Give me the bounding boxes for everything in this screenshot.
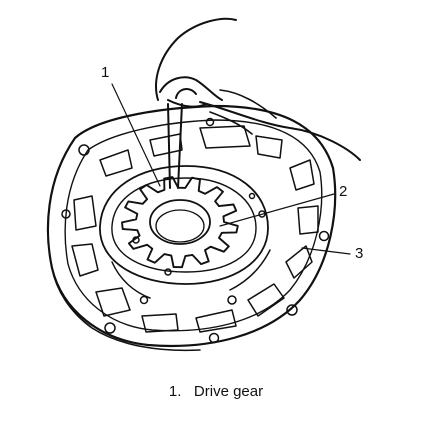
pump-body-outline: [46, 104, 337, 348]
callout-2: 2: [339, 183, 347, 200]
hand-with-tool: [155, 17, 361, 189]
figure-caption: 1. Drive gear: [0, 383, 432, 400]
leader-line-3: [301, 247, 351, 255]
leader-lines: [111, 83, 351, 255]
leader-line-2: [219, 193, 335, 227]
pump-body-inner-rim: [64, 119, 323, 332]
leader-line-1: [111, 83, 161, 187]
drive-gear-bore: [149, 199, 211, 245]
hand-outline: [155, 17, 361, 161]
pump-body-edge: [51, 267, 201, 352]
gear-pocket-outline: [99, 165, 269, 285]
drive-gear-bore-inner: [155, 209, 205, 243]
pump-body: [46, 104, 337, 352]
callout-3: 3: [355, 245, 363, 262]
oil-passages: [71, 125, 319, 333]
hand-fingers: [209, 89, 277, 135]
caption-text: Drive gear: [193, 383, 264, 400]
driven-gear-inner: [111, 177, 257, 273]
driven-gear: [99, 165, 269, 285]
bolt-holes: [61, 117, 330, 344]
drive-gear-teeth: [121, 176, 239, 269]
callout-1: 1: [101, 64, 109, 81]
caption-number: 1.: [168, 383, 182, 400]
drive-gear: [121, 176, 239, 269]
tool-shaft: [167, 103, 183, 189]
